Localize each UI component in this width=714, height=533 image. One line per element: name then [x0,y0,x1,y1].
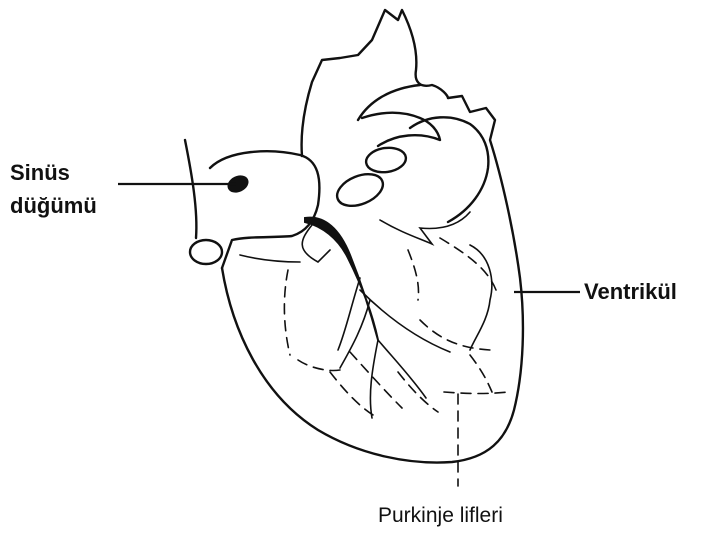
sinus-node-label-line2: düğümü [10,193,97,218]
left-atrium [410,117,488,222]
inferior-vena-cava-opening [190,240,222,264]
bundle-branch-2 [378,340,426,398]
ventricle-label: Ventrikül [584,279,677,304]
purkinje-left-2 [408,250,419,300]
purkinje-right-2 [298,360,340,371]
purkinje-right-1 [284,270,290,355]
purkinje-bottom-2 [350,352,402,408]
superior-vena-cava [185,140,196,238]
purkinje-left-3 [420,320,490,350]
purkinje-left-5 [444,392,508,394]
purkinje-fibers-label: Purkinje lifleri [378,504,503,527]
pulmonary-valve-ring [333,168,388,212]
bundle-of-his [305,218,378,340]
pulmonary-trunk [362,113,440,146]
purkinje-bottom-3 [398,372,438,412]
right-ventricle-wall [240,255,300,262]
right-atrium-outline [210,151,319,268]
aorta [302,10,448,156]
purkinje-left-4 [470,355,492,392]
bundle-branch-4 [338,278,360,350]
aortic-valve-ring [365,145,408,174]
sinus-node-label-line1: Sinüs [10,160,70,185]
